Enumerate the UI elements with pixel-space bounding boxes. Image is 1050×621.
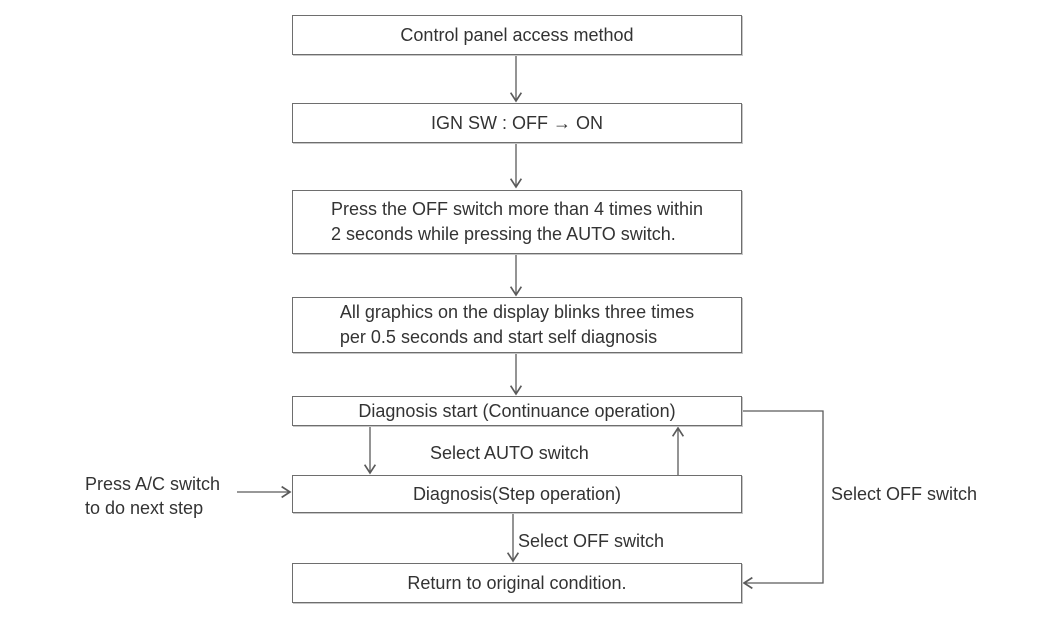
box-text: Diagnosis start (Continuance operation)	[358, 400, 676, 421]
box-text-line: per 0.5 seconds and start self diagnosis	[339, 327, 658, 347]
box-text-line: 2 seconds while pressing the AUTO switch…	[330, 224, 676, 244]
label-press-ac-line1: Press A/C switch	[85, 474, 221, 494]
label-press-ac-line2: to do next step	[85, 498, 204, 518]
box-text: All graphics on the display blinks three…	[340, 300, 694, 350]
arrow-diag-start-loop-to-return	[742, 410, 824, 590]
box-text: Diagnosis(Step operation)	[412, 483, 622, 504]
label-select-off-switch-step: Select OFF switch	[518, 531, 665, 551]
flow-box-display-blink: All graphics on the display blinks three…	[292, 297, 742, 353]
box-text: IGN SW : OFF → ON	[431, 112, 603, 133]
flow-box-press-off-switch: Press the OFF switch more than 4 times w…	[292, 190, 742, 254]
label-select-off-switch-loop: Select OFF switch	[831, 484, 978, 504]
label-select-auto-switch: Select AUTO switch	[430, 443, 589, 463]
box-text: Return to original condition.	[407, 572, 627, 593]
label-press-ac-switch: Press A/C switch to do next step	[85, 472, 220, 520]
flow-box-diagnosis-start: Diagnosis start (Continuance operation)	[292, 396, 742, 426]
flow-box-diagnosis-step: Diagnosis(Step operation)	[292, 475, 742, 513]
flow-box-ign-sw: IGN SW : OFF → ON	[292, 103, 742, 143]
box-text-line: All graphics on the display blinks three…	[339, 302, 695, 322]
flow-box-access-method: Control panel access method	[292, 15, 742, 55]
flow-box-return-original: Return to original condition.	[292, 563, 742, 603]
box-text-line: Press the OFF switch more than 4 times w…	[330, 199, 704, 219]
box-text: Control panel access method	[400, 24, 634, 45]
box-text: Press the OFF switch more than 4 times w…	[331, 197, 703, 247]
